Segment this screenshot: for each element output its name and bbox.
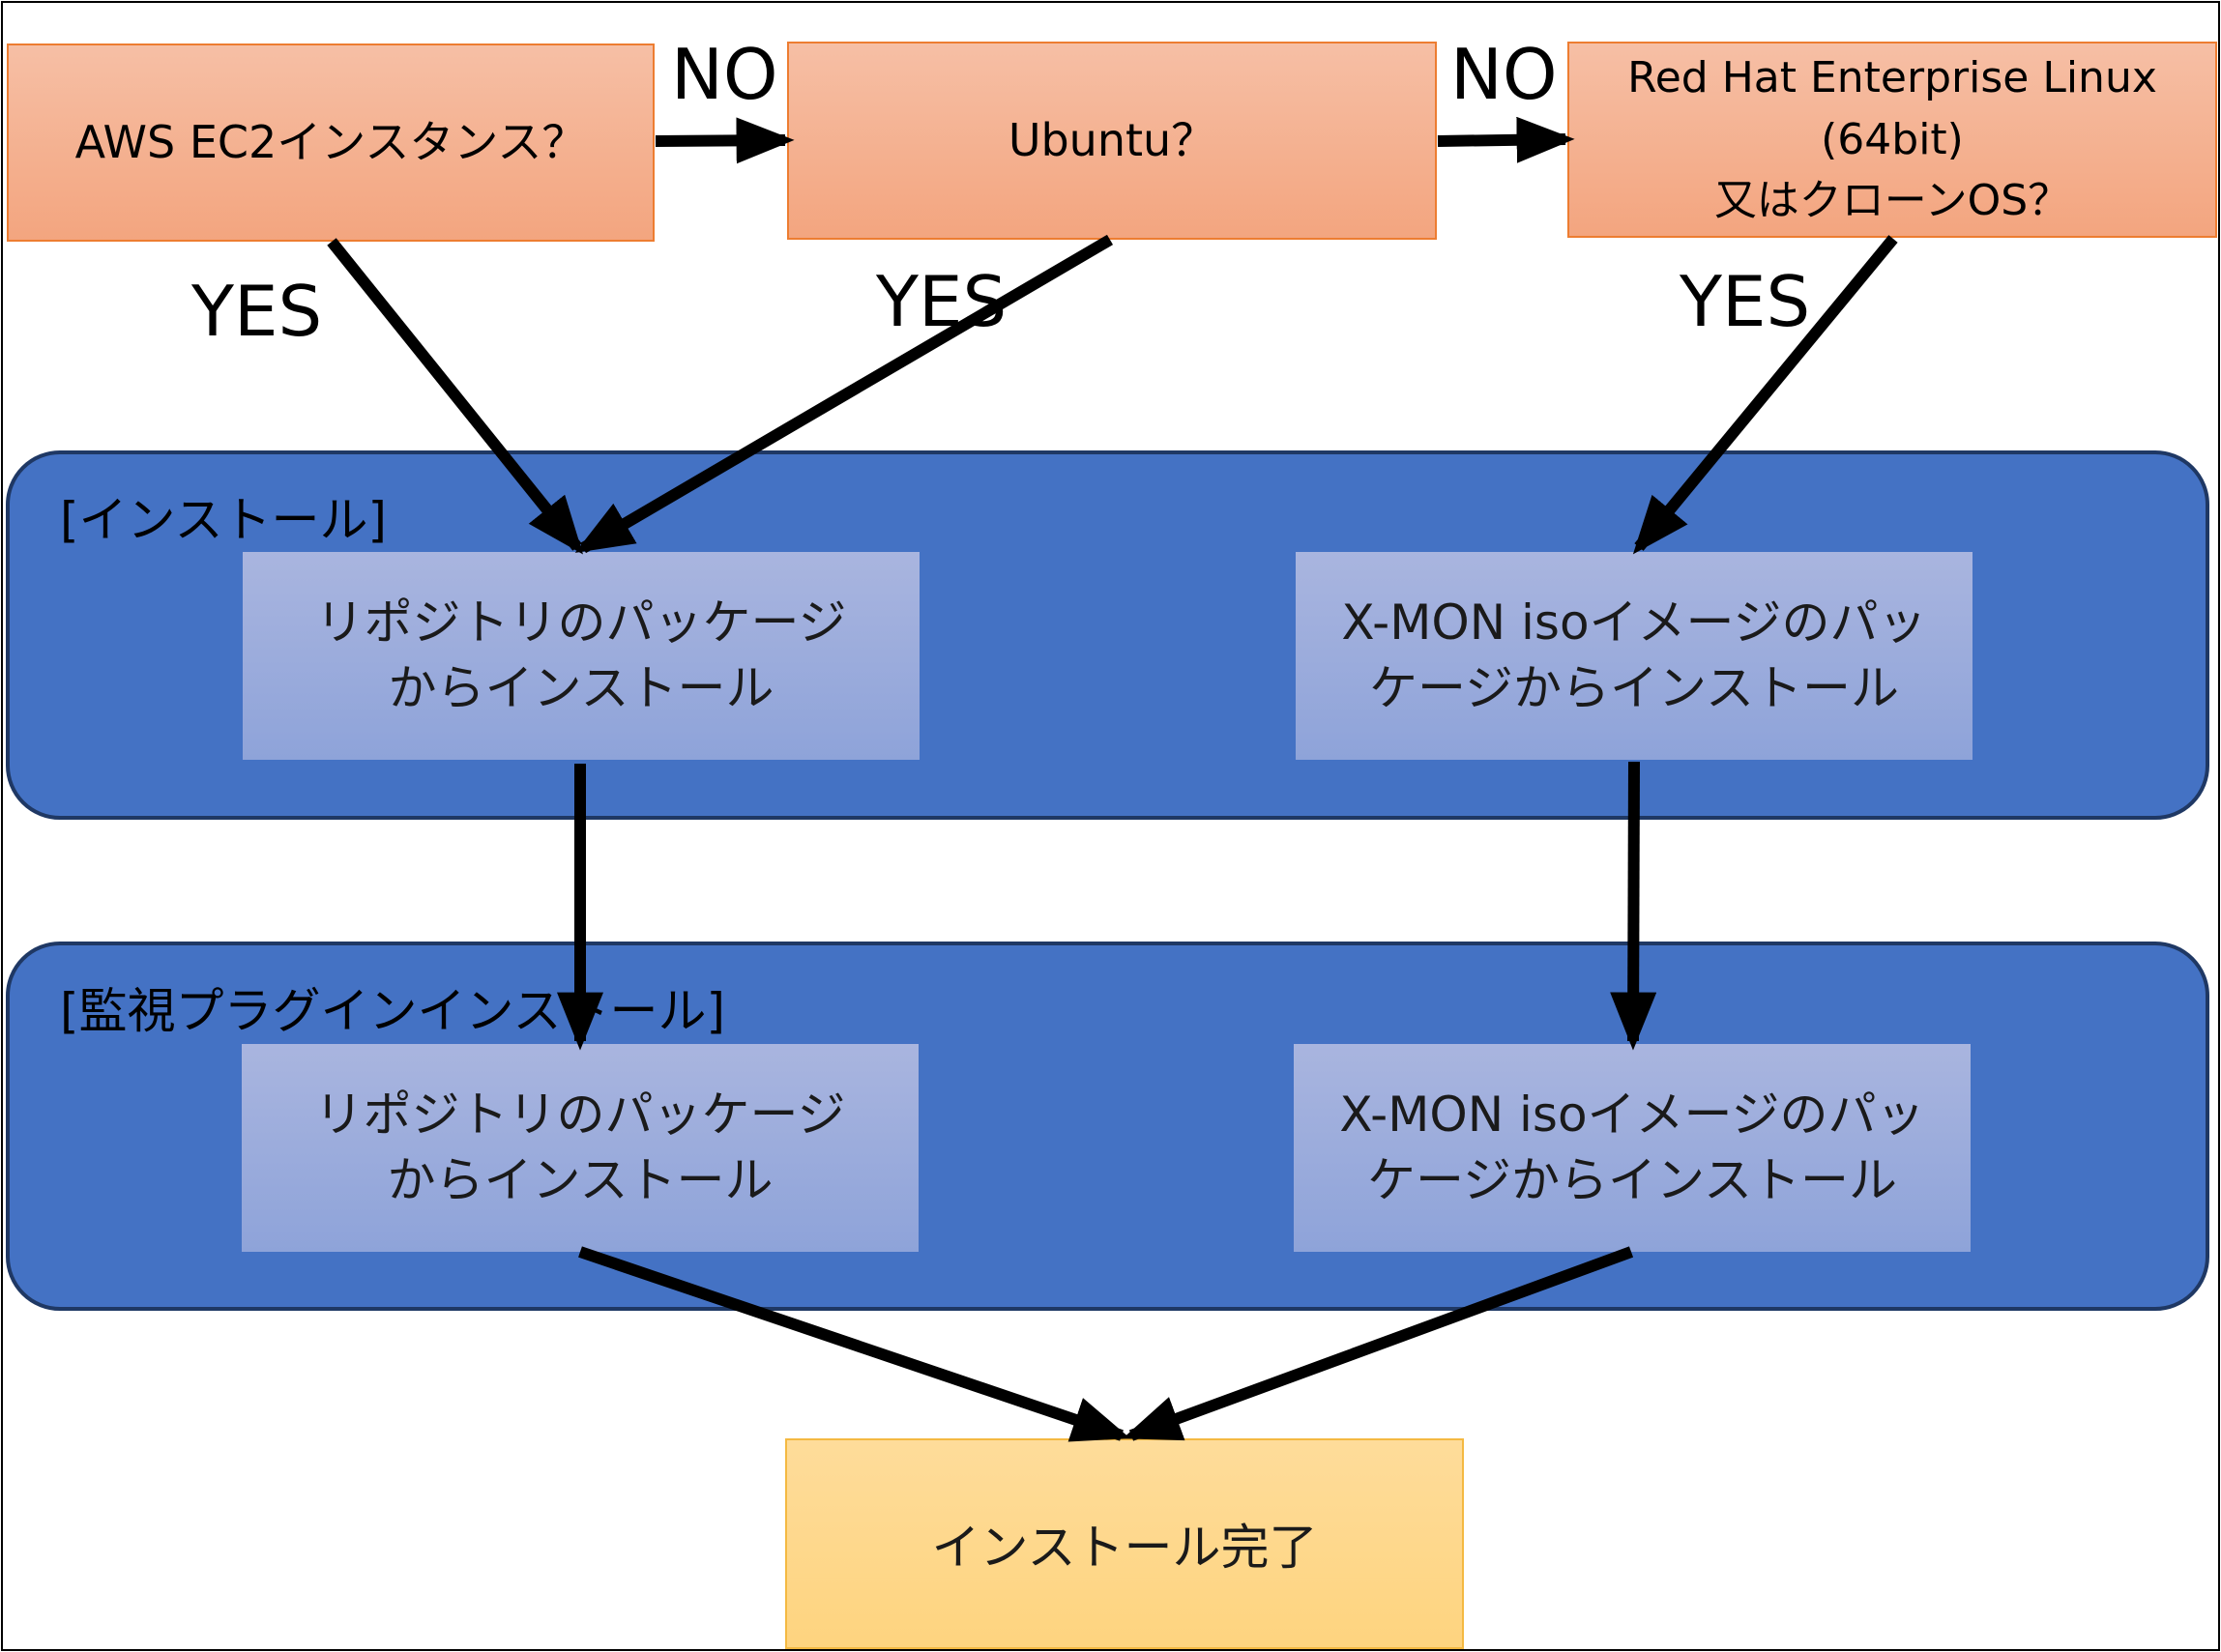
install-step-repository-line1: リポジトリのパッケージ [315,594,847,651]
decision-aws-ec2-text: AWS EC2インスタンス？ [74,116,587,169]
install-step-iso-line2: ケージからインストール [1368,659,1899,716]
arrow-ubuntu-to-repo-install [574,234,1114,554]
label-yes-aws: YES [191,271,323,352]
plugin-step-iso-line1: X-MON isoイメージのパッ [1339,1087,1925,1143]
plugin-step-repository: リポジトリのパッケージ からインストール [242,1044,919,1252]
decision-ubuntu-text: Ubuntu？ [1008,114,1216,167]
decision-rhel: Red Hat Enterprise Linux (64bit) 又はクローンO… [1567,42,2217,238]
arrow-iso-plugin-to-complete [1122,1246,1634,1441]
arrow-repo-plugin-to-complete [578,1246,1131,1442]
plugin-step-repository-line1: リポジトリのパッケージ [314,1087,846,1143]
arrow-iso-install-to-plugin [1610,761,1657,1051]
label-yes-rhel: YES [1680,261,1811,342]
decision-rhel-line2: (64bit) [1821,114,1964,164]
arrow-rhel-to-iso-install [1632,235,1898,555]
plugin-step-iso-line2: ケージからインストール [1366,1151,1897,1208]
decision-aws-ec2: AWS EC2インスタンス？ [7,43,655,242]
plugin-step-repository-line2: からインストール [387,1151,774,1208]
label-no-aws: NO [671,34,778,115]
install-panel-title: [インストール] [60,492,388,548]
plugin-panel-title: [監視プラグインインストール] [60,983,726,1039]
install-step-iso: X-MON isoイメージのパッ ケージからインストール [1296,552,1973,760]
label-yes-ubuntu: YES [876,261,1008,342]
arrow-aws-to-repo-install [327,238,584,555]
decision-ubuntu: Ubuntu？ [787,42,1437,240]
decision-rhel-line3: 又はクローンOS？ [1713,176,2071,226]
install-complete-box: インストール完了 [785,1438,1464,1649]
install-step-repository-line2: からインストール [388,659,774,716]
arrow-ubuntu-to-rhel [1437,116,1575,163]
install-complete-text: インストール完了 [931,1520,1318,1576]
label-no-ubuntu: NO [1450,34,1558,115]
arrow-aws-to-ubuntu [655,117,795,164]
install-step-repository: リポジトリのパッケージ からインストール [243,552,920,760]
decision-rhel-line1: Red Hat Enterprise Linux [1627,52,2157,102]
install-step-iso-line1: X-MON isoイメージのパッ [1341,594,1927,651]
plugin-step-iso: X-MON isoイメージのパッ ケージからインストール [1294,1044,1971,1252]
